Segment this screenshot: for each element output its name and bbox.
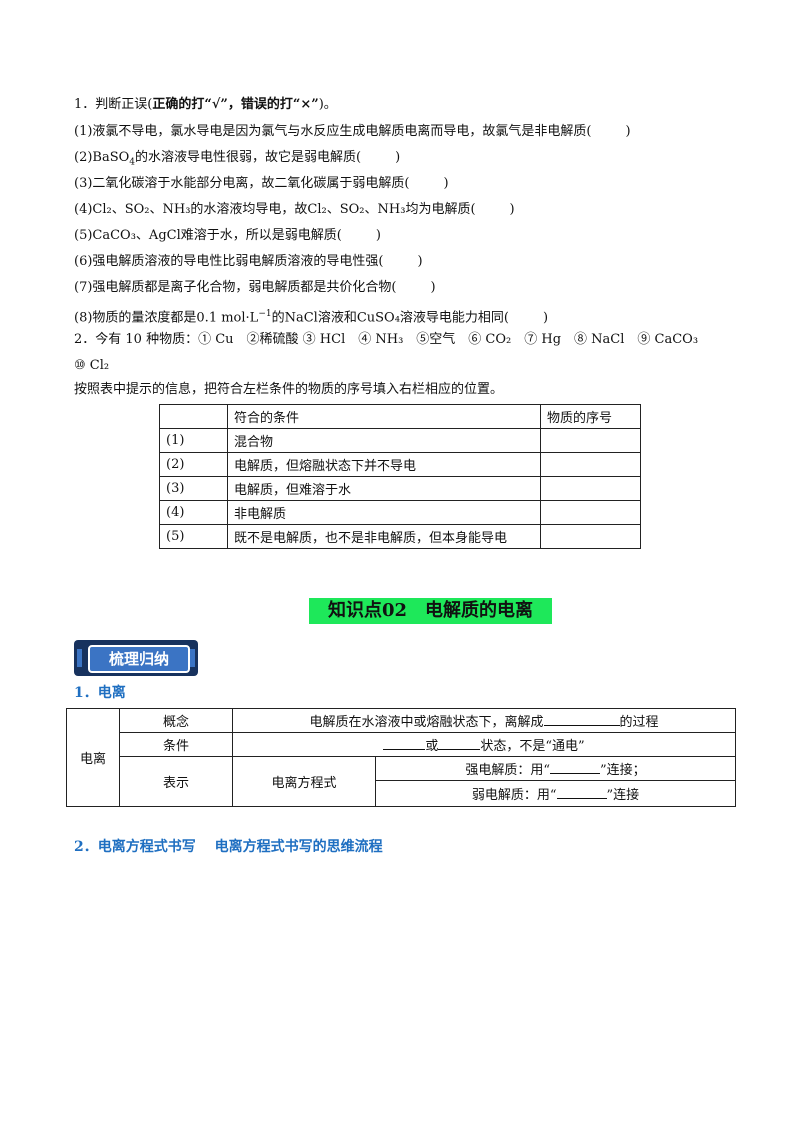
q1-item-4: (4)Cl₂、SO₂、NH₃的水溶液均导电，故Cl₂、SO₂、NH₃均为电解质(… (74, 201, 515, 219)
table-row: (2) 电解质，但熔融状态下并不导电 (159, 452, 641, 477)
fill-blank[interactable] (556, 786, 607, 799)
fill-blank[interactable] (438, 737, 481, 750)
heading-equation-writing: 2．电离方程式书写 电离方程式书写的思维流程 (74, 839, 383, 855)
expression-label: 表示 (119, 756, 233, 807)
q1-item-1: (1)液氯不导电，氯水导电是因为氯气与水反应生成电解质电离而导电，故氯气是非电解… (74, 123, 631, 141)
fill-blank[interactable] (383, 737, 426, 750)
table-row: 弱电解质：用“ ”连接 (67, 780, 736, 807)
concept-label: 概念 (119, 708, 233, 733)
q1-item-8-text-b: 的NaCl溶液和CuSO₄溶液导电能力相同( (271, 310, 509, 326)
table-row: 表示 电离方程式 强电解质：用“ ”连接； (67, 756, 736, 807)
table-header-row: 符合的条件 物质的序号 (159, 404, 641, 429)
answer-cell[interactable] (540, 524, 641, 549)
q1-item-7: (7)强电解质都是离子化合物，弱电解质都是共价化合物() (74, 279, 436, 297)
q2-substances-line-1: 2．今有 10 种物质：① Cu ②稀硫酸 ③ HCl ④ NH₃ ⑤空气 ⑥ … (74, 332, 699, 347)
condition-cell: 非电解质 (227, 500, 541, 525)
table-header-cell: 符合的条件 (227, 404, 541, 429)
q1-heading-instruction: 正确的打“√”，错误的打“×” (152, 97, 319, 112)
subscript: 4 (129, 157, 136, 168)
condition-cell: 混合物 (227, 428, 541, 453)
condition-text-b: 状态，不是“通电” (480, 739, 585, 754)
heading-ionization: 1．电离 (74, 685, 126, 701)
q1-item-1-text: (1)液氯不导电，氯水导电是因为氯气与水反应生成电解质电离而导电，故氯气是非电解… (74, 124, 592, 139)
section-title: 知识点02 电解质的电离 (309, 598, 552, 624)
answer-cell[interactable] (540, 452, 641, 477)
expression-sub-label: 电离方程式 (232, 756, 376, 807)
q1-item-8-text-a: (8)物质的量浓度都是0.1 mol·L (74, 310, 259, 326)
condition-cell: 或 状态，不是“通电” (232, 732, 736, 757)
table-row: (1) 混合物 (159, 428, 641, 453)
q1-item-2: (2)BaSO4的水溶液导电性很弱，故它是弱电解质() (74, 149, 400, 172)
answer-cell[interactable] (540, 428, 641, 453)
answer-cell[interactable] (540, 476, 641, 501)
q1-item-3: (3)二氧化碳溶于水能部分电离，故二氧化碳属于弱电解质() (74, 175, 449, 193)
table-row: (5) 既不是电解质，也不是非电解质，但本身能导电 (159, 524, 641, 549)
q1-item-4-text: (4)Cl₂、SO₂、NH₃的水溶液均导电，故Cl₂、SO₂、NH₃均为电解质( (74, 202, 476, 217)
q1-item-5: (5)CaCO₃、AgCl难溶于水，所以是弱电解质() (74, 227, 381, 245)
q2-substances-line-2: ⑩ Cl₂ (74, 358, 110, 373)
paren-close: ) (509, 202, 515, 217)
strong-text-b: ”连接； (600, 763, 646, 778)
superscript: −1 (258, 309, 272, 319)
q1-item-2-text-b: 的水溶液导电性很弱，故它是弱电解质( (135, 150, 362, 165)
weak-text-b: ”连接 (606, 788, 640, 803)
concept-text-b: 的过程 (619, 715, 659, 730)
condition-cell: 电解质，但熔融状态下并不导电 (227, 452, 541, 477)
q1-item-8: (8)物质的量浓度都是0.1 mol·L−1的NaCl溶液和CuSO₄溶液导电能… (74, 305, 548, 327)
row-number: (3) (159, 476, 228, 501)
row-number: (5) (159, 524, 228, 549)
q1-item-6: (6)强电解质溶液的导电性比弱电解质溶液的导电性强() (74, 253, 423, 271)
condition-label: 条件 (119, 732, 233, 757)
paren-close: ) (430, 280, 436, 295)
answer-cell[interactable] (540, 500, 641, 525)
table-header-cell (159, 404, 228, 429)
table-row: (3) 电解质，但难溶于水 (159, 476, 641, 501)
ionization-table: 电离 概念 电解质在水溶液中或熔融状态下，离解成 的过程 条件 或 状态，不是“通电… (66, 708, 736, 807)
paren-close: ) (443, 176, 449, 191)
strong-text-a: 强电解质：用“ (465, 763, 550, 778)
q1-heading: 1．判断正误(正确的打“√”，错误的打“×”)。 (74, 96, 337, 114)
fill-blank[interactable] (543, 713, 620, 726)
q2-instruction: 按照表中提示的信息，把符合左栏条件的物质的序号填入右栏相应的位置。 (74, 382, 504, 397)
q1-item-6-text: (6)强电解质溶液的导电性比弱电解质溶液的导电性强( (74, 254, 384, 269)
paren-close: ) (375, 228, 381, 243)
paren-close: ) (395, 150, 401, 165)
condition-text-a: 或 (425, 739, 439, 754)
badge-right-tab (190, 649, 195, 667)
fill-blank[interactable] (550, 761, 600, 774)
strong-electrolyte-cell: 强电解质：用“ ”连接； (375, 756, 736, 781)
paren-close: ) (543, 310, 549, 326)
concept-text-a: 电解质在水溶液中或熔融状态下，离解成 (309, 715, 544, 730)
paren-close: ) (625, 124, 631, 139)
table-row: (4) 非电解质 (159, 500, 641, 525)
q1-item-2-text-a: (2)BaSO (74, 150, 130, 165)
summary-badge: 梳理归纳 (74, 640, 198, 676)
table-row: 条件 或 状态，不是“通电” (67, 732, 736, 757)
q1-item-5-text: (5)CaCO₃、AgCl难溶于水，所以是弱电解质( (74, 228, 342, 243)
concept-cell: 电解质在水溶液中或熔融状态下，离解成 的过程 (232, 708, 736, 733)
condition-cell: 既不是电解质，也不是非电解质，但本身能导电 (227, 524, 541, 549)
classification-table: 符合的条件 物质的序号 (1) 混合物 (2) 电解质，但熔融状态下并不导电 (… (159, 404, 641, 549)
row-number: (4) (159, 500, 228, 525)
table-header-cell: 物质的序号 (540, 404, 641, 429)
weak-text-a: 弱电解质：用“ (471, 788, 557, 803)
badge-left-tab (77, 649, 82, 667)
q1-item-3-text: (3)二氧化碳溶于水能部分电离，故二氧化碳属于弱电解质( (74, 176, 410, 191)
weak-electrolyte-cell: 弱电解质：用“ ”连接 (375, 780, 736, 807)
q1-heading-prefix: 1．判断正误( (74, 97, 153, 112)
condition-cell: 电解质，但难溶于水 (227, 476, 541, 501)
q1-item-7-text: (7)强电解质都是离子化合物，弱电解质都是共价化合物( (74, 280, 397, 295)
row-number: (1) (159, 428, 228, 453)
summary-badge-label: 梳理归纳 (88, 645, 190, 673)
table-row: 电离 概念 电解质在水溶液中或熔融状态下，离解成 的过程 (66, 708, 736, 807)
row-number: (2) (159, 452, 228, 477)
ionization-row-header: 电离 (66, 708, 120, 807)
q1-heading-suffix: )。 (318, 97, 337, 112)
paren-close: ) (417, 254, 423, 269)
